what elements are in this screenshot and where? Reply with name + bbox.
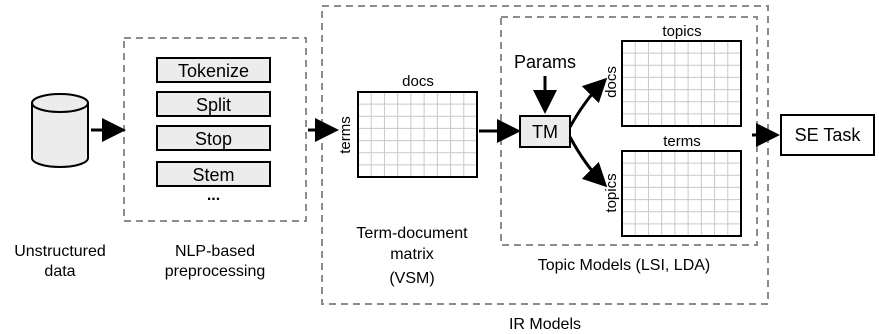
tm-box — [519, 115, 571, 148]
topic-models-caption: Topic Models (LSI, LDA) — [538, 257, 711, 274]
unstructured-label-line2: data — [44, 263, 75, 280]
step-stem-box — [156, 161, 271, 187]
ir-models-caption: IR Models — [509, 316, 581, 333]
topic-term-row-label: topics — [603, 173, 620, 212]
params-label: Params — [514, 52, 576, 72]
step-split-box — [156, 91, 271, 117]
ir-models-container — [321, 5, 769, 305]
arrow-tm-to-topic-term-matrix — [568, 136, 608, 188]
doc-topic-col-label: topics — [662, 23, 701, 40]
topic-term-col-label: terms — [663, 133, 701, 150]
unstructured-label-line1: Unstructured — [14, 243, 106, 260]
se-task-box — [780, 114, 875, 156]
tm-label: TM — [532, 122, 558, 142]
se-task-label: SE Task — [795, 125, 862, 145]
nlp-caption-line1: NLP-based — [175, 243, 255, 260]
step-stop-label: Stop — [195, 129, 232, 149]
vsm-caption-line1: Term-document — [356, 225, 468, 242]
term-document-matrix — [357, 91, 478, 178]
topic-term-matrix — [621, 150, 742, 237]
vsm-caption-line2: matrix — [390, 246, 434, 263]
database-icon — [31, 93, 89, 168]
vsm-row-label: terms — [337, 116, 354, 154]
step-stop-box — [156, 125, 271, 151]
step-tokenize-label: Tokenize — [178, 61, 249, 81]
doc-topic-matrix — [621, 40, 742, 127]
vsm-col-label: docs — [402, 73, 434, 90]
step-tokenize-box — [156, 57, 271, 83]
arrow-tm-to-doc-topic-matrix — [568, 77, 608, 128]
doc-topic-row-label: docs — [603, 66, 620, 98]
step-stem-label: Stem — [192, 165, 234, 185]
vsm-caption-line3: (VSM) — [389, 270, 434, 287]
steps-ellipsis: ... — [207, 187, 220, 204]
step-split-label: Split — [196, 95, 231, 115]
nlp-caption-line2: preprocessing — [165, 263, 266, 280]
